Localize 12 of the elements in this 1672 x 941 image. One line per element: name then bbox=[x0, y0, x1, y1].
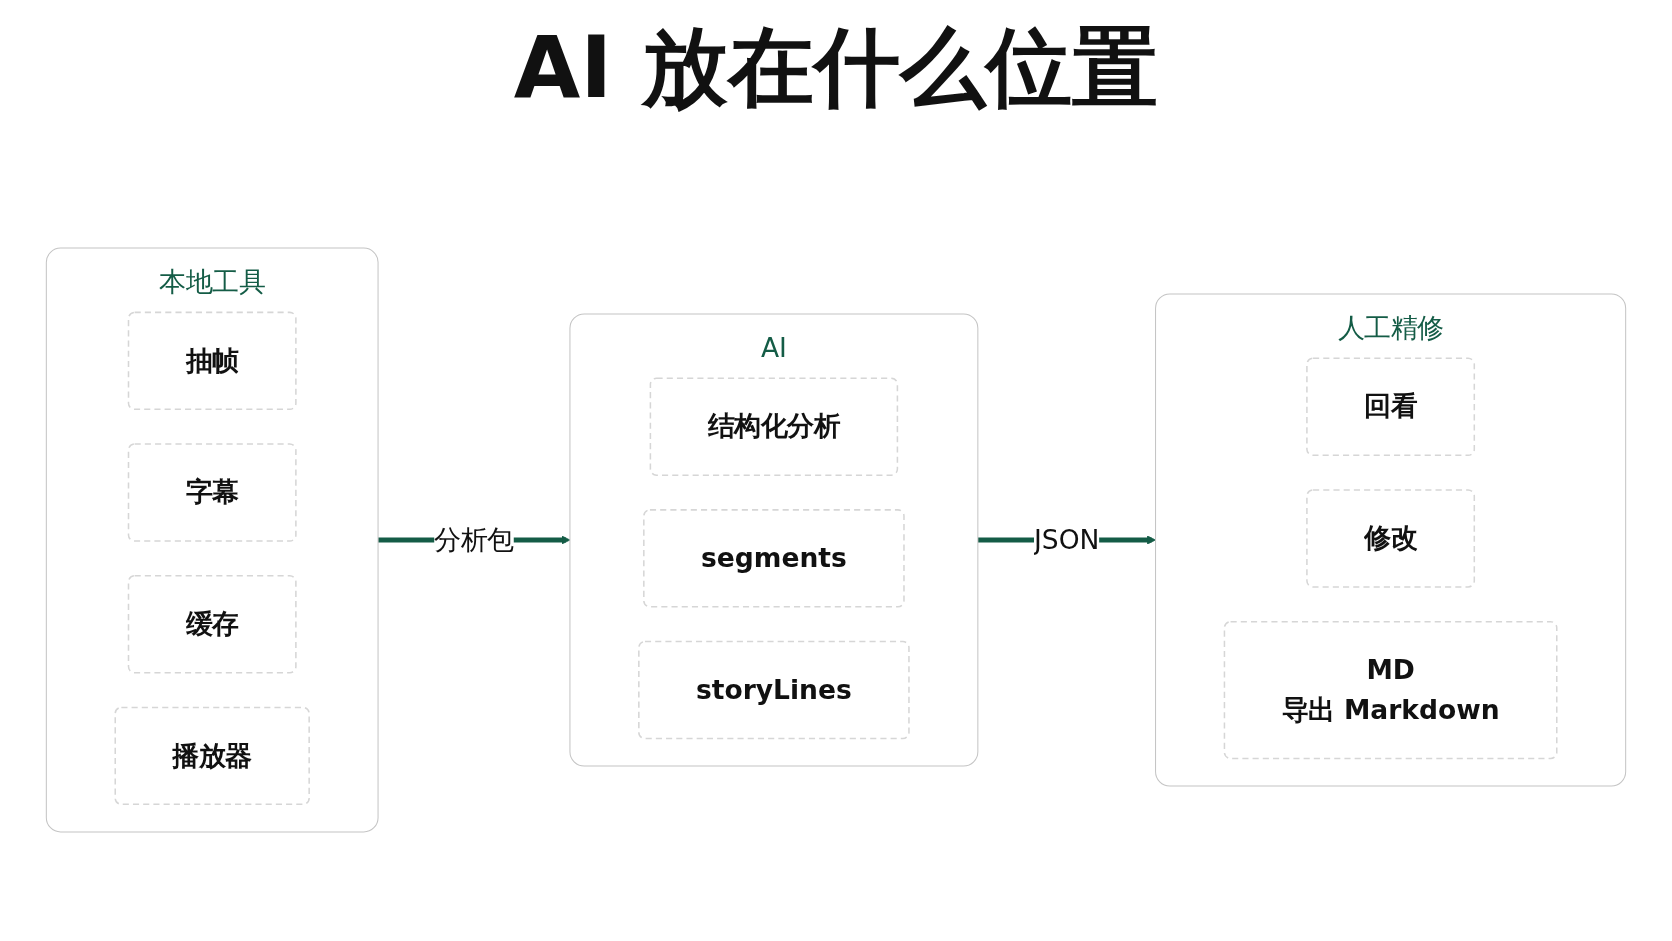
title: AI 放在什么位置 bbox=[513, 18, 1159, 117]
node-box: MD 导出 Markdown bbox=[1223, 620, 1558, 760]
node-box: storyLines bbox=[638, 640, 910, 740]
node-box: 结构化分析 bbox=[649, 377, 899, 476]
edge-label: 分析包 bbox=[434, 524, 514, 555]
node-box: segments bbox=[643, 509, 905, 608]
node-box: 修改 bbox=[1306, 489, 1476, 588]
node-box: 字幕 bbox=[127, 443, 297, 542]
node-box: 缓存 bbox=[127, 574, 297, 674]
node-box: 抽帧 bbox=[127, 311, 297, 411]
node-box: 播放器 bbox=[114, 706, 310, 806]
node-box: 回看 bbox=[1306, 357, 1476, 457]
